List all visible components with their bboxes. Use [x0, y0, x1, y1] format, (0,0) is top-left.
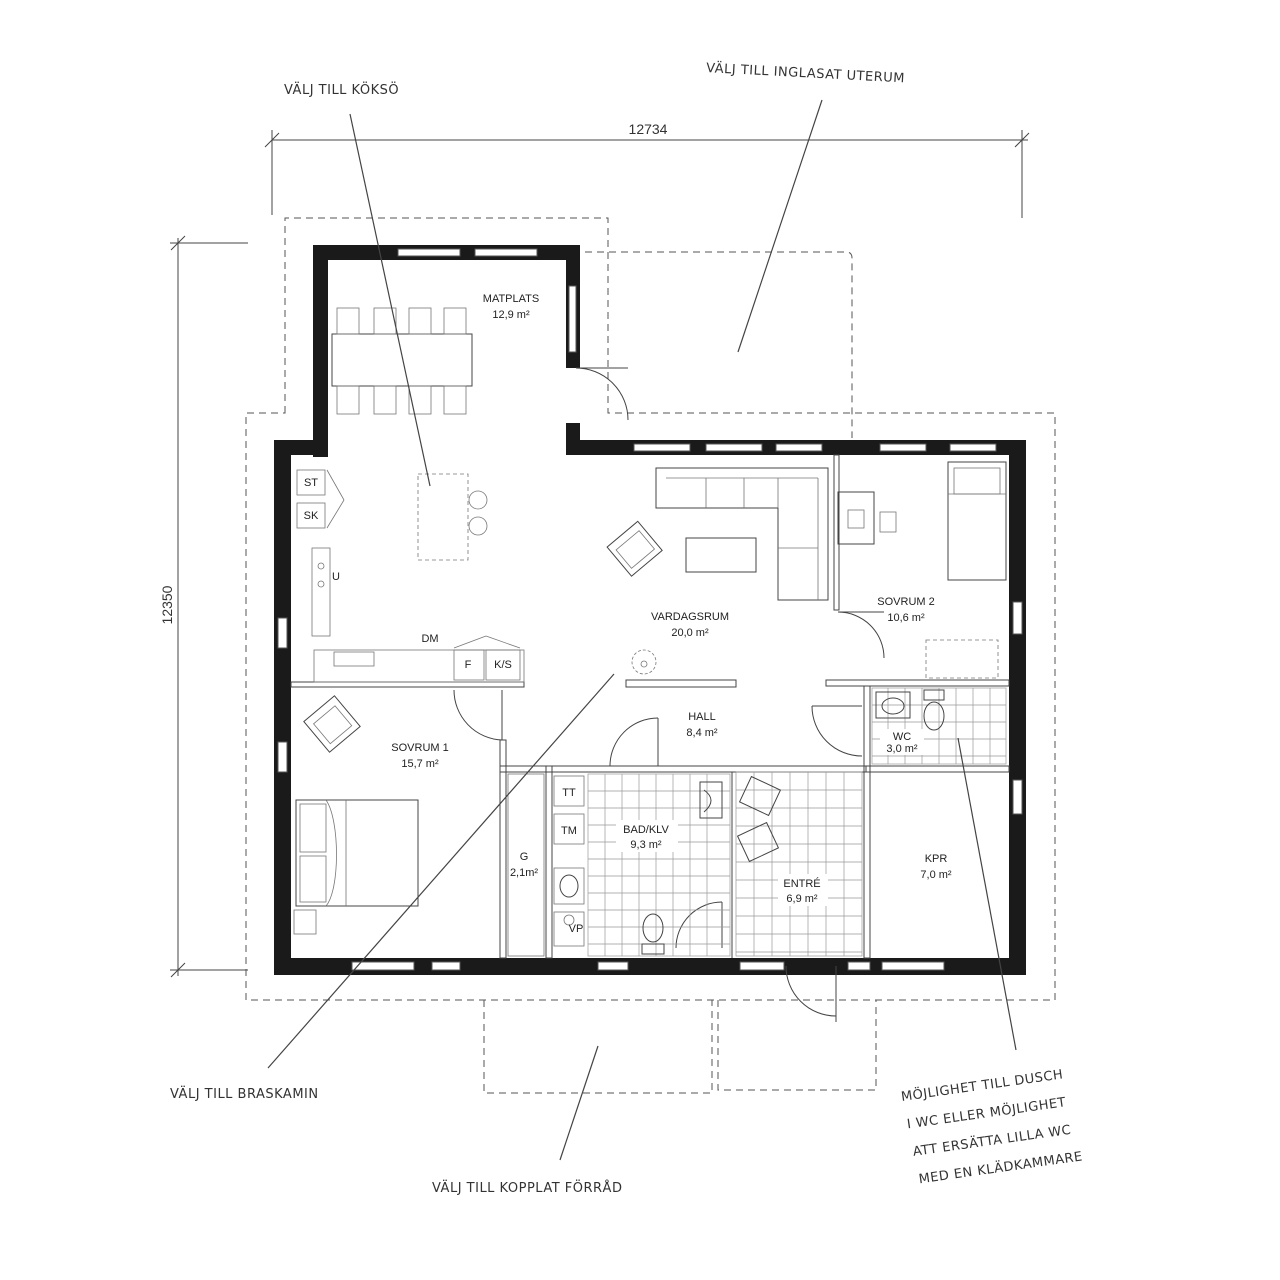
dimension-depth: 12350	[159, 235, 248, 978]
st-label: ST	[304, 477, 318, 489]
wc-label-bg	[880, 729, 924, 755]
vardagsrum-name: VARDAGSRUM	[651, 611, 729, 623]
sovrum2-name: SOVRUM 2	[877, 596, 934, 608]
depth-label: 12350	[159, 585, 175, 624]
note-koksö: VÄLJ TILL KÖKSÖ	[284, 81, 399, 98]
width-label: 12734	[629, 121, 668, 137]
exterior-walls	[274, 245, 1026, 975]
note-forrad: VÄLJ TILL KOPPLAT FÖRRÅD	[432, 1179, 622, 1196]
entre-name: ENTRÉ	[783, 877, 820, 890]
interior-walls	[290, 454, 1010, 959]
vardagsrum-area: 20,0 m²	[671, 627, 709, 639]
laundry-column: TT TM VP	[553, 775, 585, 947]
dm-label: DM	[421, 633, 438, 645]
u-label: U	[332, 571, 340, 583]
dimension-width: 12734	[264, 121, 1030, 218]
closet-g	[507, 773, 545, 957]
bad-label-bg	[616, 820, 678, 852]
kitchen: ST SK U DM F K/S	[296, 469, 525, 683]
badklv-area: 9,3 m²	[630, 839, 662, 851]
kitchen-island	[417, 473, 488, 561]
bed-sovrum1	[295, 799, 419, 907]
windows	[277, 248, 1023, 971]
nightstand	[293, 909, 317, 935]
kpr-name: KPR	[925, 853, 948, 865]
sovrum1-area: 15,7 m²	[401, 758, 439, 770]
hall-area: 8,4 m²	[686, 727, 718, 739]
armchair-sovrum1	[303, 695, 361, 753]
sofa	[655, 467, 829, 601]
entre-tiles	[735, 771, 863, 957]
matplats-name: MATPLATS	[483, 293, 539, 305]
coffee-table	[685, 537, 757, 573]
uterum-outline	[585, 251, 853, 438]
bathroom-fixtures	[641, 781, 723, 955]
sk-label: SK	[304, 510, 319, 522]
badklv-name: BAD/KLV	[623, 824, 669, 836]
leader-lines	[267, 99, 1017, 1161]
forrad-outline	[483, 1000, 713, 1094]
note-braskamin: VÄLJ TILL BRASKAMIN	[170, 1086, 319, 1102]
g-name: G	[520, 851, 529, 863]
fireplace-symbol	[625, 649, 737, 688]
matplats-area: 12,9 m²	[492, 309, 530, 321]
note-dusch: MÖJLIGHET TILL DUSCH I WC ELLER MÖJLIGHE…	[900, 1065, 1084, 1187]
tt-label: TT	[562, 787, 576, 799]
armchair-living	[606, 520, 663, 577]
dining-table	[331, 307, 473, 415]
bathroom-tiles	[587, 773, 731, 957]
entre-area: 6,9 m²	[786, 893, 818, 905]
entre-label-bg	[778, 874, 828, 906]
kpr-area: 7,0 m²	[920, 869, 952, 881]
g-area: 2,1m²	[510, 867, 538, 879]
wc-fixtures	[875, 689, 945, 731]
wc-name: WC	[893, 731, 911, 743]
wc-area: 3,0 m²	[886, 743, 918, 755]
desk	[837, 491, 897, 545]
ks-label: K/S	[494, 659, 512, 671]
wardrobe-sovrum2	[925, 639, 999, 679]
entre-chairs	[736, 775, 782, 863]
f-label: F	[465, 659, 472, 671]
vp-label: VP	[569, 923, 584, 935]
sovrum1-name: SOVRUM 1	[391, 742, 448, 754]
hall-name: HALL	[688, 711, 716, 723]
forrad-outline-right	[717, 1000, 877, 1091]
bed-sovrum2	[947, 461, 1007, 581]
sovrum2-area: 10,6 m²	[887, 612, 925, 624]
doors	[453, 367, 885, 1022]
tm-label: TM	[561, 825, 577, 837]
note-uterum: VÄLJ TILL INGLASAT UTERUM	[706, 60, 906, 86]
roof-outline	[245, 217, 1056, 1001]
